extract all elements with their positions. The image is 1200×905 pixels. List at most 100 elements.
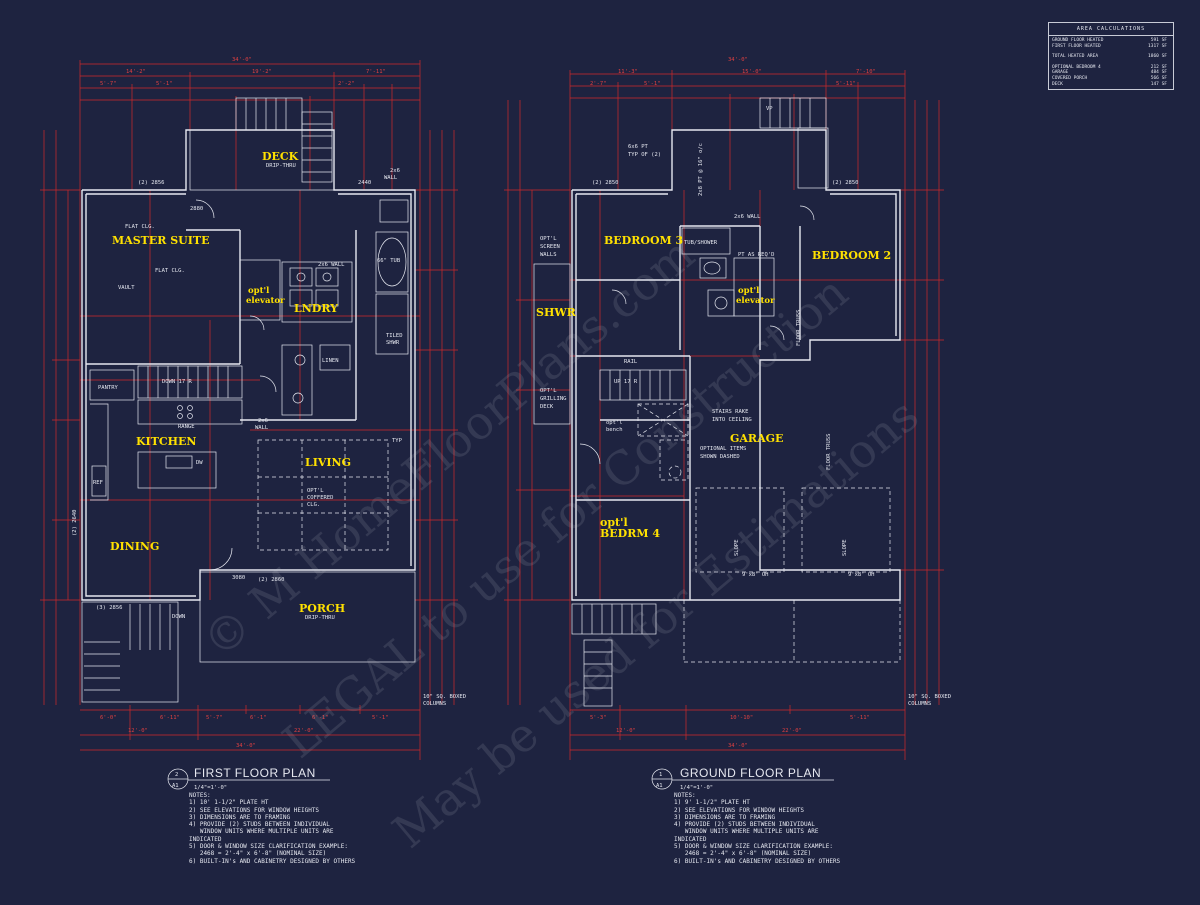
room-porch: PORCH [299,602,345,615]
dim-top: 5'-11" [836,81,856,87]
first-floor-plan-title: FIRST FLOOR PLAN [194,766,316,780]
note-line: 5) DOOR & WINDOW SIZE CLARIFICATION EXAM… [189,843,348,851]
area-calculations-title: AREA CALCULATIONS [1049,23,1173,36]
room-deck: DECK [262,150,299,163]
tiled-shower-label: TILED [386,333,403,339]
dim-bottom: 10'-10" [730,715,753,721]
stairs-rake-note: STAIRS RAKE [712,409,748,415]
typ-label: TYP [392,438,403,444]
room-bedroom-4-optional: BEDRM 4 [600,527,660,540]
grilling-deck-label: DECK [540,404,554,410]
bench-label: opt'l [606,420,623,426]
note-line: WINDOW UNITS WHERE MULTIPLE UNITS ARE [674,828,819,836]
dim-overall-bottom: 34'-0" [236,743,256,749]
room-laundry: LNDRY [294,302,338,315]
area-value: 591 SF [1150,38,1167,43]
floor-truss-label: FLOOR TRUSS [796,310,802,346]
post-label: TYP OF (2) [628,152,661,158]
boxed-columns-note: 10" SQ. BOXED [423,694,466,700]
area-row: FIRST FLOOR HEATED 1317 SF [1049,44,1173,50]
area-label: TOTAL HEATED AREA [1052,54,1099,60]
optional-items-note: SHOWN DASHED [700,454,740,460]
first-floor-notes: NOTES: 1) 10' 1-1/2" PLATE HT 2) SEE ELE… [189,792,355,865]
vp-label: VP [766,106,773,112]
copyright-watermark: © M HomeFloorPlans.com LEGAL to use for … [192,227,928,859]
bench-label: bench [606,427,623,433]
dim-top: 5'-1" [644,81,661,87]
note-line: 5) DOOR & WINDOW SIZE CLARIFICATION EXAM… [674,843,833,851]
screen-walls-label: WALLS [540,252,557,258]
area-row: TOTAL HEATED AREA 1860 SF [1049,54,1173,60]
dim-top: 5'-1" [156,81,173,87]
dim-bottom: 5'-1" [372,715,389,721]
sheet-number: A1 [172,783,179,789]
note-line: 1) 10' 1-1/2" PLATE HT [189,799,269,807]
linen-label: LINEN [322,358,339,364]
room-bedroom-3: BEDROOM 3 [604,234,683,247]
pt-label: PT AS REQ'D [738,252,774,258]
joist-label: 2x8 PT @ 16" o/c [698,143,704,196]
porch-drip-thru: DRIP-THRU [305,615,335,621]
ground-floor-plan: 34'-0" 11'-3" 15'-0" 7'-10" 2'-7" 5'-1" … [504,57,951,791]
note-line: NOTES: [674,792,696,799]
area-label: OPTIONAL BEDROOM 4 [1052,64,1101,70]
area-value: 1317 SF [1148,43,1167,49]
ground-floor-notes: NOTES: 1) 9' 1-1/2" PLATE HT 2) SEE ELEV… [674,792,840,865]
ground-floor-dimensions: 34'-0" 11'-3" 15'-0" 7'-10" 2'-7" 5'-1" … [504,57,944,760]
note-line: INDICATED [189,835,222,843]
stairs-rake-note: INTO CEILING [712,417,752,423]
dim-bottom: 6'-1" [312,715,329,721]
ground-floor-walls [533,97,901,707]
optional-items-note: OPTIONAL ITEMS [700,446,746,452]
dim-bottom: 12'-0" [128,728,148,734]
tiled-shower-label: SHWR [386,340,400,346]
post-label: 6x6 PT [628,144,649,150]
dim-bottom: 6'-0" [100,715,117,721]
screen-walls-label: SCREEN [540,244,560,250]
range-label: RANGE [178,424,195,430]
room-living: LIVING [305,456,351,469]
room-bedroom-2: BEDROOM 2 [812,249,891,262]
grilling-deck-label: OPT'L [540,388,557,394]
pantry-label: PANTRY [98,385,119,391]
dim-bottom: 6'-1" [250,715,267,721]
area-value: 147 SF [1150,81,1167,87]
area-label: FIRST FLOOR HEATED [1052,43,1101,49]
dim-bottom: 6'-11" [160,715,180,721]
wall-2x6-label: 2x6 WALL [734,214,761,220]
dim-bottom: 12'-0" [616,728,636,734]
note-line: 6) BUILT-IN's AND CABINETRY DESIGNED BY … [674,857,841,865]
first-floor-elevator-label-1: opt'l [248,286,270,296]
boxed-columns-note: COLUMNS [908,701,931,707]
area-label: GARAGE [1052,70,1069,76]
dim-bottom: 22'-0" [782,728,802,734]
coffered-ceiling-label: CLG. [307,502,320,508]
wall-2x6-label: 2x6 WALL [318,262,345,268]
first-floor-dimensions: 34'-0" 14'-2" 19'-2" 5'-7" 5'-1" 2'-2" 7… [40,57,458,760]
note-line: 4) PROVIDE (2) STUDS BETWEEN INDIVIDUAL [189,821,330,829]
dim-top: 14'-2" [126,69,146,75]
wall-2x6-label: 2x6 [390,168,400,174]
dim-top: 15'-0" [742,69,762,75]
coffered-ceiling-label: OPT'L [307,488,324,494]
boxed-columns-note: COLUMNS [423,701,446,707]
area-label: DECK [1052,81,1063,87]
deck-drip-thru: DRIP-THRU [266,163,296,169]
wall-2x6-label: WALL [384,175,398,181]
note-line: INDICATED [674,835,707,843]
dim-top: 7'-10" [856,69,876,75]
ground-floor-plan-title: GROUND FLOOR PLAN [680,766,821,780]
area-value: 1860 SF [1148,54,1167,60]
tub-shower-label: TUB/SHOWER [684,240,718,246]
door-tag: 3080 [232,575,245,581]
first-floor-elevator-label-2: elevator [246,296,285,306]
refrigerator-label: REF [93,480,103,486]
dim-top: 5'-7" [100,81,117,87]
room-shower: SHWR [536,306,577,319]
drawing-scale: 1/4"=1'-0" [194,785,227,791]
note-line: 2468 = 2'-4" x 6'-8" (NOMINAL SIZE) [189,850,327,858]
flat-ceiling-label: FLAT CLG. [155,268,185,274]
room-kitchen: KITCHEN [136,435,196,448]
room-garage: GARAGE [730,432,783,445]
